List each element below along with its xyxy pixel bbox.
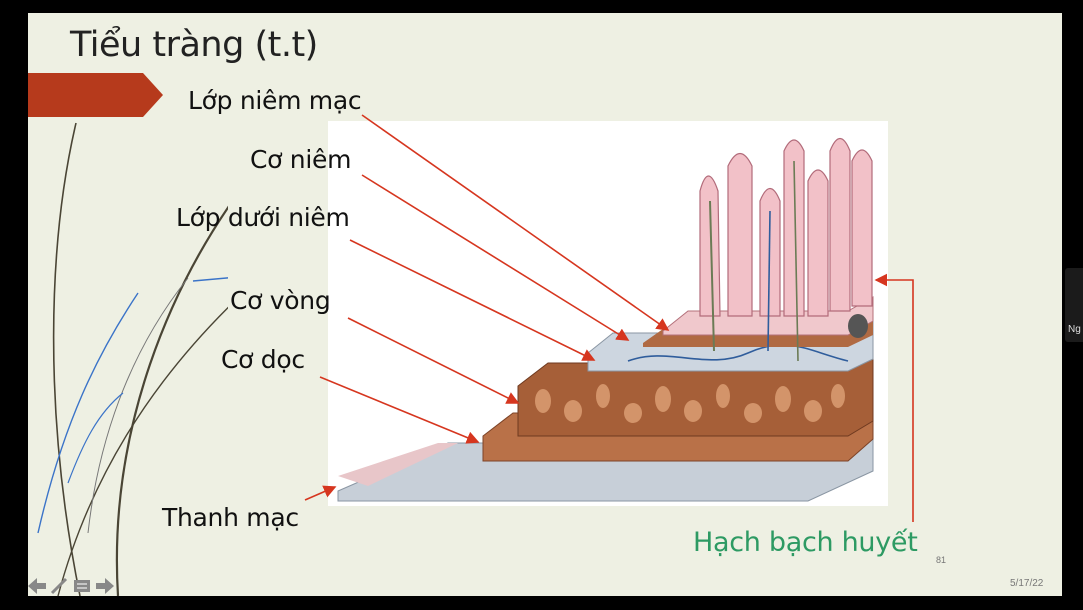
label-mucosa: Lớp niêm mạc — [188, 86, 362, 115]
presentation-slide: Tiểu tràng (t.t) — [28, 13, 1062, 596]
slide-title: Tiểu tràng (t.t) — [70, 25, 318, 65]
menu-icon[interactable] — [74, 580, 90, 592]
side-participant-panel[interactable]: Ng — [1065, 268, 1083, 342]
side-panel-label: Ng — [1068, 324, 1081, 335]
label-lymph-node: Hạch bạch huyết — [693, 527, 918, 558]
label-serosa: Thanh mạc — [162, 503, 299, 532]
label-submucosa: Lớp dưới niêm — [176, 203, 350, 232]
pen-icon[interactable] — [50, 577, 68, 595]
slideshow-toolbar — [26, 576, 118, 596]
title-accent-bar — [28, 73, 163, 117]
label-longitudinal-muscle: Cơ dọc — [221, 345, 305, 374]
intestine-wall-illustration — [328, 121, 888, 506]
arrow-left-icon[interactable] — [28, 578, 46, 594]
decorative-curves — [37, 122, 228, 596]
label-muscularis-mucosae: Cơ niêm — [250, 145, 352, 174]
label-circular-muscle: Cơ vòng — [230, 286, 331, 315]
arrow-right-icon[interactable] — [96, 578, 114, 594]
slide-number: 81 — [936, 555, 947, 565]
slide-date: 5/17/22 — [1010, 578, 1044, 589]
